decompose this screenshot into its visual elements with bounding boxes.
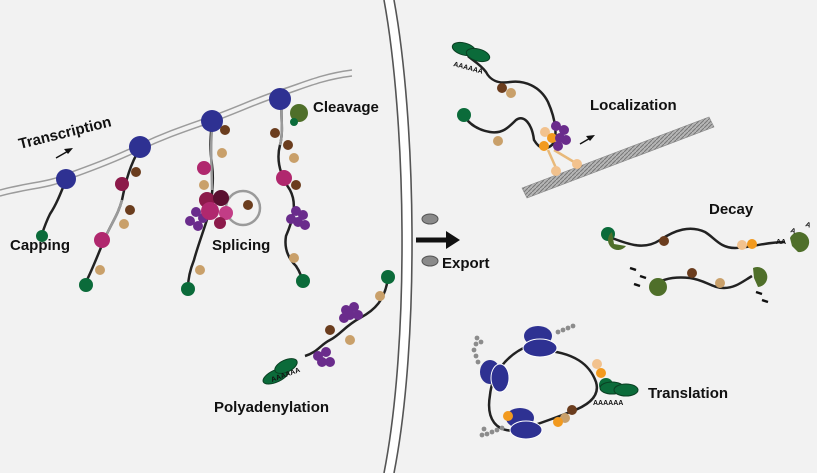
ribosome: [506, 408, 543, 440]
five-prime-cap: [36, 230, 48, 242]
label-localization: Localization: [590, 97, 677, 114]
label-splicing: Splicing: [212, 237, 270, 254]
pabp-protein: [451, 41, 491, 63]
exonuclease: [649, 278, 667, 296]
rna-polymerase: [269, 88, 291, 110]
transcript-1: [36, 169, 76, 242]
exonuclease: [753, 267, 768, 287]
transcript-3-splicing: [181, 110, 262, 296]
degraded-fragments: [629, 266, 769, 304]
five-prime-cap: [457, 108, 471, 122]
decapping-enzyme: [608, 232, 626, 250]
transcript-4-cleavage: [269, 88, 310, 288]
five-prime-cap: [79, 278, 93, 292]
translating-polysome: AAAAAA: [471, 323, 639, 440]
five-prime-cap: [381, 270, 395, 284]
export-arrow: [416, 231, 460, 249]
released-a-2: A: [804, 221, 811, 229]
pabp-protein: [599, 381, 639, 397]
exonuclease: [790, 232, 810, 253]
decaying-mrna-top: AA A A: [601, 221, 811, 253]
five-prime-cap: [296, 274, 310, 288]
released-a-1: A: [789, 227, 796, 235]
ribosome: [522, 326, 558, 358]
rna-polymerase: [201, 110, 223, 132]
rna-polymerase: [56, 169, 76, 189]
spliceosome: [185, 190, 253, 231]
nascent-peptide: [471, 323, 576, 438]
nuclear-pore: [421, 213, 439, 267]
pabp-protein: [262, 358, 298, 385]
nuclear-envelope: [383, 0, 413, 473]
localizing-mrnp: AAAAAA: [451, 41, 582, 176]
decaying-mrna-bottom: [629, 266, 769, 304]
label-cleavage: Cleavage: [313, 99, 379, 116]
polya-tail-text: AAAAAA: [593, 400, 623, 407]
localization-arrow: [579, 135, 595, 145]
label-polyadenylation: Polyadenylation: [214, 399, 329, 416]
decay-tail-text: AA: [776, 239, 786, 246]
rna-polymerase: [129, 136, 151, 158]
ribosome: [480, 360, 510, 393]
label-translation: Translation: [648, 385, 728, 402]
label-capping: Capping: [10, 237, 70, 254]
label-export: Export: [442, 255, 490, 272]
cleavage-factor: [290, 104, 308, 122]
label-decay: Decay: [709, 201, 754, 218]
transcription-arrow: [55, 148, 73, 159]
five-prime-cap: [181, 282, 195, 296]
transcript-2: [79, 136, 151, 292]
cytoskeleton-filament: [521, 116, 715, 199]
motor-protein: [546, 148, 575, 169]
